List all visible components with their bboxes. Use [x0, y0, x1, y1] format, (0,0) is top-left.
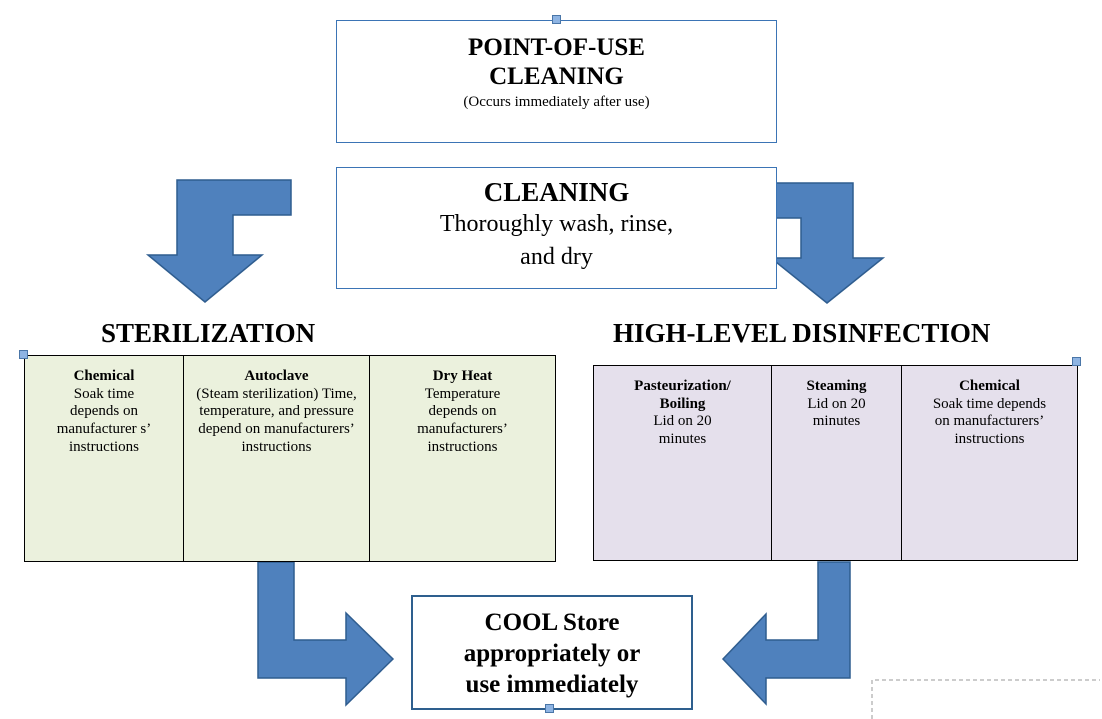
point-of-use-box: POINT-OF-USE CLEANING (Occurs immediatel… [336, 20, 777, 143]
hld-pasteurization-text: Lid on 20 minutes [653, 413, 712, 448]
hld-steaming-text: Lid on 20 minutes [807, 395, 866, 430]
arrow-to-sterilization [145, 179, 292, 303]
sterilization-chemical-title: Chemical [73, 368, 135, 384]
hld-pasteurization-cell: Pasteurization/ Boiling Lid on 20 minute… [594, 366, 772, 560]
hld-pasteurization-title: Pasteurization/ Boiling [634, 378, 731, 412]
sterilization-group: Chemical Soak time depends on manufactur… [24, 355, 556, 562]
cleaning-box: CLEANING Thoroughly wash, rinse, and dry [336, 167, 777, 289]
point-of-use-title-line1: POINT-OF-USE [468, 34, 645, 61]
selection-handle-left [19, 350, 28, 359]
sterilization-dry-heat-text: Temperature depends on manufacturers’ in… [417, 385, 508, 455]
hld-steaming-cell: Steaming Lid on 20 minutes [772, 366, 902, 560]
sterilization-dry-heat-title: Dry Heat [432, 368, 493, 384]
sterilization-heading: STERILIZATION [101, 318, 316, 348]
sterilization-autoclave-cell: Autoclave (Steam sterilization) Time, te… [184, 356, 370, 561]
sterilization-chemical-cell: Chemical Soak time depends on manufactur… [25, 356, 184, 561]
hld-group: Pasteurization/ Boiling Lid on 20 minute… [593, 365, 1078, 561]
selection-handle-bottom [545, 704, 554, 713]
hld-heading: HIGH-LEVEL DISINFECTION [613, 318, 991, 348]
arrow-hld-to-cool [721, 561, 851, 706]
sterilization-autoclave-title: Autoclave [244, 368, 309, 384]
sterilization-autoclave-text: (Steam sterilization) Time, temperature,… [196, 385, 357, 455]
cool-line2: appropriately or [463, 640, 641, 667]
hld-steaming-title: Steaming [806, 378, 867, 394]
point-of-use-title-line2: CLEANING [489, 63, 624, 90]
selection-handle-right [1072, 357, 1081, 366]
sterilization-chemical-text: Soak time depends on manufacturer s’ ins… [56, 385, 152, 455]
hld-chemical-cell: Chemical Soak time depends on manufactur… [902, 366, 1077, 560]
dashed-selection-outline [871, 679, 1100, 719]
sterilization-dry-heat-cell: Dry Heat Temperature depends on manufact… [370, 356, 555, 561]
cleaning-line1: Thoroughly wash, rinse, [439, 211, 674, 237]
cleaning-line2: and dry [520, 244, 593, 270]
cool-line1: COOL Store [484, 609, 620, 636]
arrow-sterilization-to-cool [257, 561, 395, 707]
selection-handle-top [552, 15, 561, 24]
hld-chemical-title: Chemical [959, 378, 1020, 394]
cleaning-title: CLEANING [483, 177, 630, 207]
hld-chemical-text: Soak time depends on manufacturers’ inst… [932, 395, 1047, 448]
point-of-use-subtitle: (Occurs immediately after use) [463, 94, 650, 110]
cool-box: COOL Store appropriately or use immediat… [411, 595, 693, 710]
cool-line3: use immediately [465, 671, 639, 698]
